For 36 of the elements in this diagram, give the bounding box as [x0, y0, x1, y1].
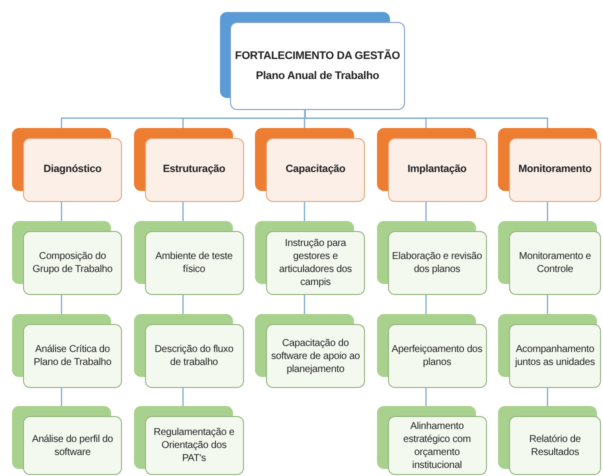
- node-label: Análise do perfil do software: [30, 432, 114, 458]
- node-label: Implantação: [407, 163, 467, 177]
- node-label: Instrução para gestores e articuladores dos campis: [278, 237, 353, 289]
- connector-line: [425, 388, 427, 406]
- node-label: Aperfeiçoamento dos planos: [392, 343, 482, 369]
- node-label: Capacitação: [286, 163, 346, 177]
- node-label: Composição do Grupo de Trabalho: [32, 250, 114, 276]
- connector-line: [546, 202, 548, 221]
- node-label: Monitoramento e Controle: [518, 250, 592, 276]
- node-label: Análise Crítica do Plano de Trabalho: [32, 343, 112, 369]
- node-label: Capacitação do software de apoio ao planejamento: [270, 336, 361, 376]
- node-label: FORTALECIMENTO DA GESTÃO: [235, 48, 400, 63]
- connector-line: [546, 388, 548, 406]
- connector-line: [304, 202, 306, 221]
- node-label: Alinhamento estratégico com orçamento institucional: [402, 420, 472, 472]
- node-label: Diagnóstico: [44, 163, 102, 177]
- connector-line: [304, 295, 306, 314]
- node-label: Descrição do fluxo de trabalho: [154, 343, 234, 369]
- node-label: Relatório de Resultados: [528, 432, 582, 458]
- connector-line: [425, 295, 427, 314]
- connector-line: [182, 388, 184, 406]
- node-label: Acompanhamento juntos as unidades: [514, 343, 596, 369]
- connector-line: [182, 202, 184, 221]
- node-label: Regulamentação e Orientação dos PAT's: [152, 426, 236, 465]
- node-label: Elaboração e revisão dos planos: [392, 250, 482, 276]
- connector-line: [425, 202, 427, 221]
- node-label: Plano Anual de Trabalho: [256, 69, 380, 84]
- connector-line: [60, 202, 62, 221]
- node-label: Estruturação: [162, 163, 226, 177]
- node-label: Ambiente de teste físico: [154, 250, 234, 276]
- connector-line: [546, 295, 548, 314]
- node-label: Monitoramento: [518, 163, 592, 177]
- connector-line: [60, 295, 62, 314]
- connector-line: [304, 110, 548, 128]
- connector-line: [182, 295, 184, 314]
- connector-line: [60, 388, 62, 406]
